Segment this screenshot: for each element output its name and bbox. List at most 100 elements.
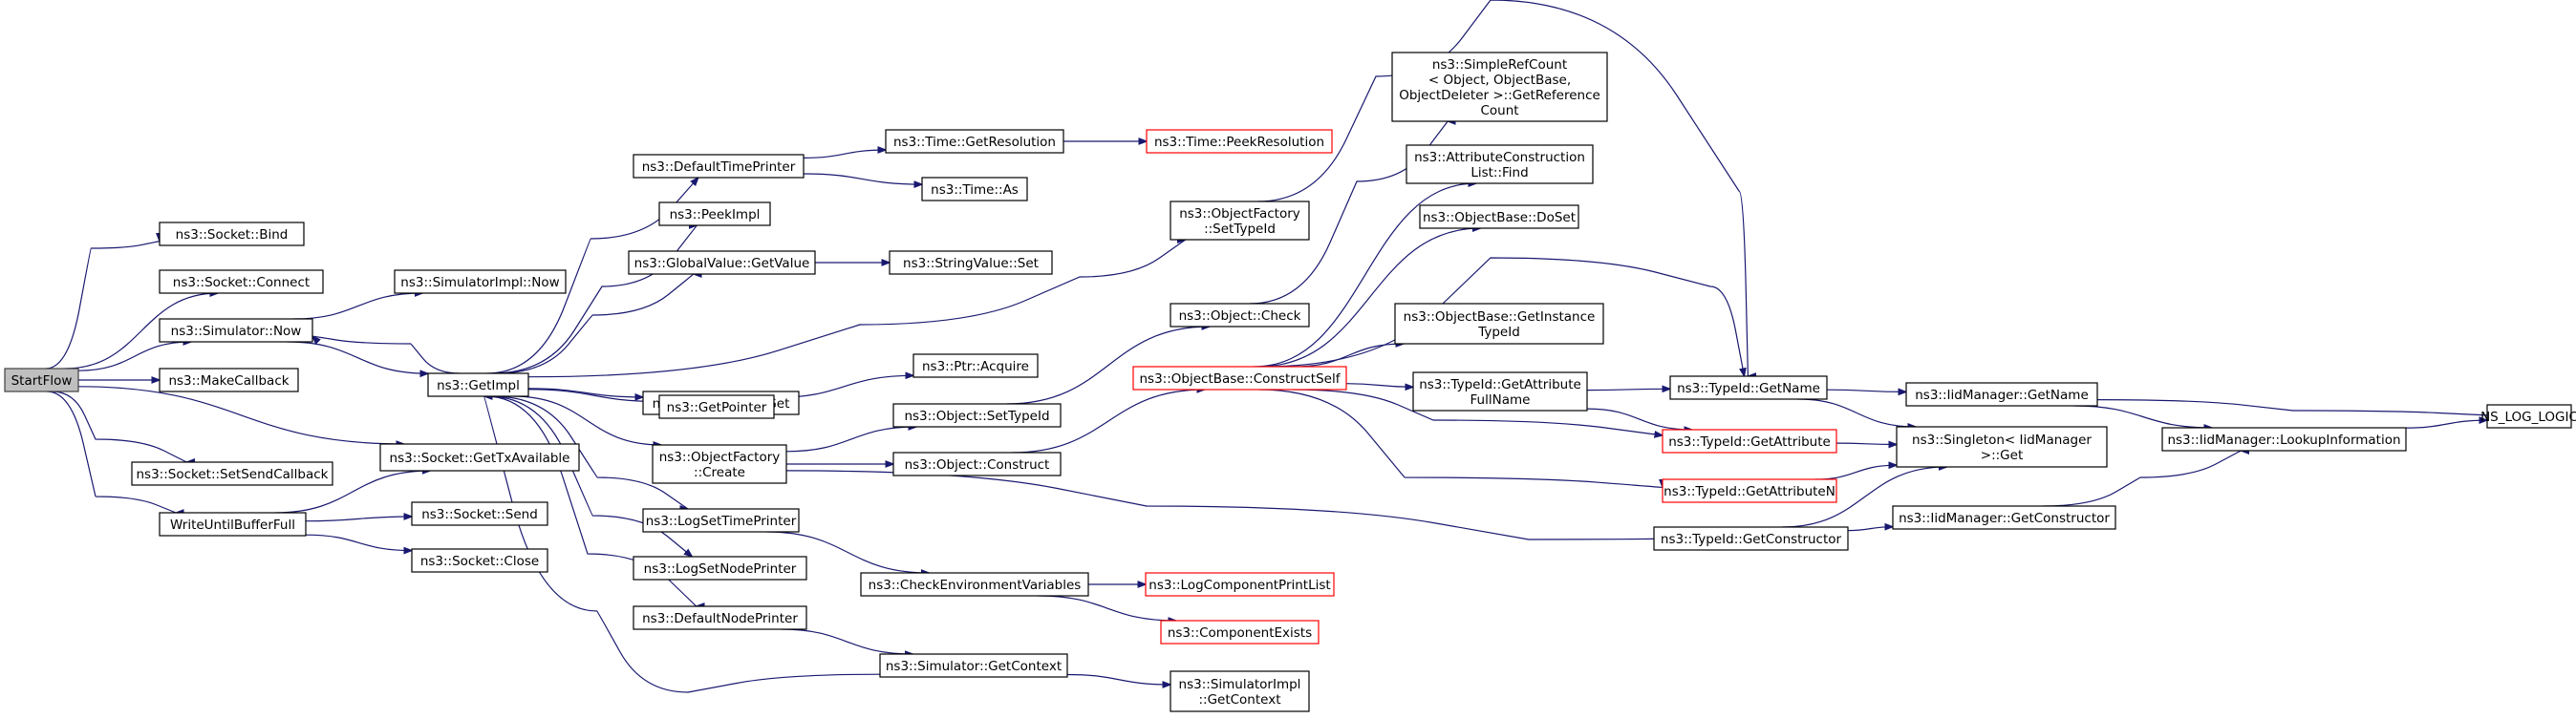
node-SingletonGet[interactable]: ns3::Singleton< IidManager>::Get <box>1896 426 2108 468</box>
edge-TypeIdGetName-to-IidManagerGetName <box>1826 390 1906 391</box>
node-IidManagerGetConstructor[interactable]: ns3::IidManager::GetConstructor <box>1892 505 2116 530</box>
node-label: ns3::SimulatorImpl <box>1179 677 1301 692</box>
edge-StartFlow-to-SocketBind <box>45 242 160 370</box>
node-label: List::Find <box>1470 165 1528 180</box>
node-DefaultNodePrinter[interactable]: ns3::DefaultNodePrinter <box>633 605 807 630</box>
node-TypeIdGetAttributeN[interactable]: ns3::TypeId::GetAttributeN <box>1662 478 1837 503</box>
node-label: ns3::PeekImpl <box>670 207 761 222</box>
node-label: ns3::MakeCallback <box>168 373 289 389</box>
node-IidManagerGetName[interactable]: ns3::IidManager::GetName <box>1905 382 2098 407</box>
node-SimulatorNow[interactable]: ns3::Simulator::Now <box>159 318 313 343</box>
edge-WriteUntilBufferFull-to-SocketClose <box>305 534 412 550</box>
node-box <box>379 443 580 472</box>
edge-ConstructSelf-to-TypeIdGetAttribute <box>1292 389 1663 435</box>
node-MakeCallback[interactable]: ns3::MakeCallback <box>159 368 299 392</box>
node-SimulatorImplGetContext[interactable]: ns3::SimulatorImpl::GetContext <box>1170 670 1310 712</box>
node-box <box>1905 382 2098 407</box>
node-TypeIdGetName[interactable]: ns3::TypeId::GetName <box>1669 375 1828 400</box>
edge-ConstructSelf-to-TypeIdGetAttributeN <box>1258 389 1663 488</box>
node-box <box>1170 670 1310 712</box>
node-label: ns3::Object::Check <box>1179 308 1301 324</box>
node-ObjectFactoryCreate[interactable]: ns3::ObjectFactory::Create <box>652 444 787 484</box>
node-LogComponentPrintList[interactable]: ns3::LogComponentPrintList <box>1145 572 1335 597</box>
node-label: ns3::Singleton< IidManager <box>1912 433 2092 448</box>
node-WriteUntilBufferFull[interactable]: WriteUntilBufferFull <box>159 512 307 537</box>
node-label: ns3::TypeId::GetAttributeN <box>1664 484 1835 499</box>
node-box <box>1662 478 1837 503</box>
node-box <box>159 512 307 537</box>
node-ComponentExists[interactable]: ns3::ComponentExists <box>1160 620 1320 645</box>
node-label: ns3::ObjectBase::ConstructSelf <box>1140 371 1342 387</box>
node-NS_LOG_LOGIC[interactable]: NS_LOG_LOGIC <box>2480 404 2576 429</box>
node-label: ns3::StringValue::Set <box>903 256 1039 271</box>
node-SocketSend[interactable]: ns3::Socket::Send <box>411 501 548 526</box>
edge-TypeIdGetName-to-SingletonGet <box>1797 398 1916 427</box>
node-label: ns3::IidManager::LookupInformation <box>2167 433 2400 448</box>
node-box <box>159 269 324 294</box>
edge-TypeIdGetConstructor-to-IidManagerGetConstructor <box>1847 527 1893 532</box>
node-SetSendCallback[interactable]: ns3::Socket::SetSendCallback <box>131 461 333 486</box>
node-label: ns3::IidManager::GetConstructor <box>1899 511 2110 526</box>
node-TimeAs[interactable]: ns3::Time::As <box>921 177 1028 201</box>
edge-StartFlow-to-SimulatorNow <box>77 342 191 371</box>
node-TimePeekResolution[interactable]: ns3::Time::PeekResolution <box>1146 129 1333 154</box>
node-label: ns3::LogSetTimePrinter <box>646 514 797 529</box>
edge-ObjectCheck-to-SimpleRefCount <box>1249 121 1448 305</box>
node-box <box>633 605 807 630</box>
node-box <box>860 572 1089 597</box>
edge-SimulatorNow-to-SimulatorImplNow <box>293 293 422 320</box>
node-SimpleRefCount[interactable]: ns3::SimpleRefCount< Object, ObjectBase,… <box>1391 52 1608 122</box>
node-ConstructSelf[interactable]: ns3::ObjectBase::ConstructSelf <box>1132 366 1347 391</box>
node-LogSetNodePrinter[interactable]: ns3::LogSetNodePrinter <box>633 556 807 581</box>
edge-LookupInformation-to-NS_LOG_LOGIC <box>2405 420 2487 429</box>
node-SimulatorImplNow[interactable]: ns3::SimulatorImpl::Now <box>394 269 567 294</box>
edge-TypeIdGetAttributeFullName-to-TypeIdGetName <box>1586 389 1670 390</box>
node-label: ns3::TypeId::GetAttribute <box>1668 434 1831 450</box>
edge-CheckEnvironmentVariables-to-ComponentExists <box>1038 595 1176 621</box>
node-SocketBind[interactable]: ns3::Socket::Bind <box>159 222 305 246</box>
node-LogSetTimePrinter[interactable]: ns3::LogSetTimePrinter <box>642 508 800 533</box>
node-ObjectSetTypeId[interactable]: ns3::Object::SetTypeId <box>892 403 1062 428</box>
node-LookupInformation[interactable]: ns3::IidManager::LookupInformation <box>2161 427 2407 452</box>
edge-GetImpl-to-GetPointer <box>527 389 659 402</box>
node-label: ns3::Time::As <box>931 182 1019 198</box>
node-PeekImpl[interactable]: ns3::PeekImpl <box>658 201 771 226</box>
node-label: ns3::ComponentExists <box>1168 625 1312 641</box>
edge-DefaultTimePrinter-to-TimeAs <box>803 173 922 184</box>
node-SocketConnect[interactable]: ns3::Socket::Connect <box>159 269 324 294</box>
node-label: >::Get <box>1981 448 2023 463</box>
node-ObjectConstruct[interactable]: ns3::Object::Construct <box>892 452 1062 476</box>
node-label: ns3::AttributeConstruction <box>1414 150 1585 165</box>
node-label: ObjectDeleter >::GetReference <box>1399 88 1600 103</box>
node-GlobalValueGetValue[interactable]: ns3::GlobalValue::GetValue <box>628 250 816 275</box>
node-StringValueSet[interactable]: ns3::StringValue::Set <box>889 250 1053 275</box>
node-PtrAcquire[interactable]: ns3::Ptr::Acquire <box>912 353 1039 378</box>
node-GetImpl[interactable]: ns3::GetImpl <box>427 372 529 397</box>
node-box <box>633 556 807 581</box>
node-ObjectBaseDoSet[interactable]: ns3::ObjectBase::DoSet <box>1419 204 1579 229</box>
node-label: ns3::SimpleRefCount <box>1432 57 1567 73</box>
node-TypeIdGetAttribute[interactable]: ns3::TypeId::GetAttribute <box>1662 429 1837 454</box>
node-GetPointer[interactable]: ns3::GetPointer <box>658 394 775 419</box>
node-StartFlow[interactable]: StartFlow <box>4 368 79 392</box>
node-label: ns3::SimulatorImpl::Now <box>400 275 559 290</box>
node-GetTxAvailable[interactable]: ns3::Socket::GetTxAvailable <box>379 443 580 472</box>
node-box <box>1669 375 1828 400</box>
node-box <box>1896 426 2108 468</box>
node-SocketClose[interactable]: ns3::Socket::Close <box>411 548 548 573</box>
node-ObjectFactorySetTypeId[interactable]: ns3::ObjectFactory::SetTypeId <box>1170 201 1310 241</box>
node-CheckEnvironmentVariables[interactable]: ns3::CheckEnvironmentVariables <box>860 572 1089 597</box>
node-TimeGetResolution[interactable]: ns3::Time::GetResolution <box>885 129 1064 154</box>
node-box <box>1406 144 1594 184</box>
node-ObjectCheck[interactable]: ns3::Object::Check <box>1170 303 1310 328</box>
node-label: ns3::ObjectBase::GetInstance <box>1404 309 1596 325</box>
node-DefaultTimePrinter[interactable]: ns3::DefaultTimePrinter <box>633 154 805 179</box>
node-TypeIdGetConstructor[interactable]: ns3::TypeId::GetConstructor <box>1653 526 1849 551</box>
node-label: ns3::Time::PeekResolution <box>1154 135 1324 150</box>
node-box <box>2486 404 2572 429</box>
node-SimulatorGetContext[interactable]: ns3::Simulator::GetContext <box>879 653 1068 678</box>
